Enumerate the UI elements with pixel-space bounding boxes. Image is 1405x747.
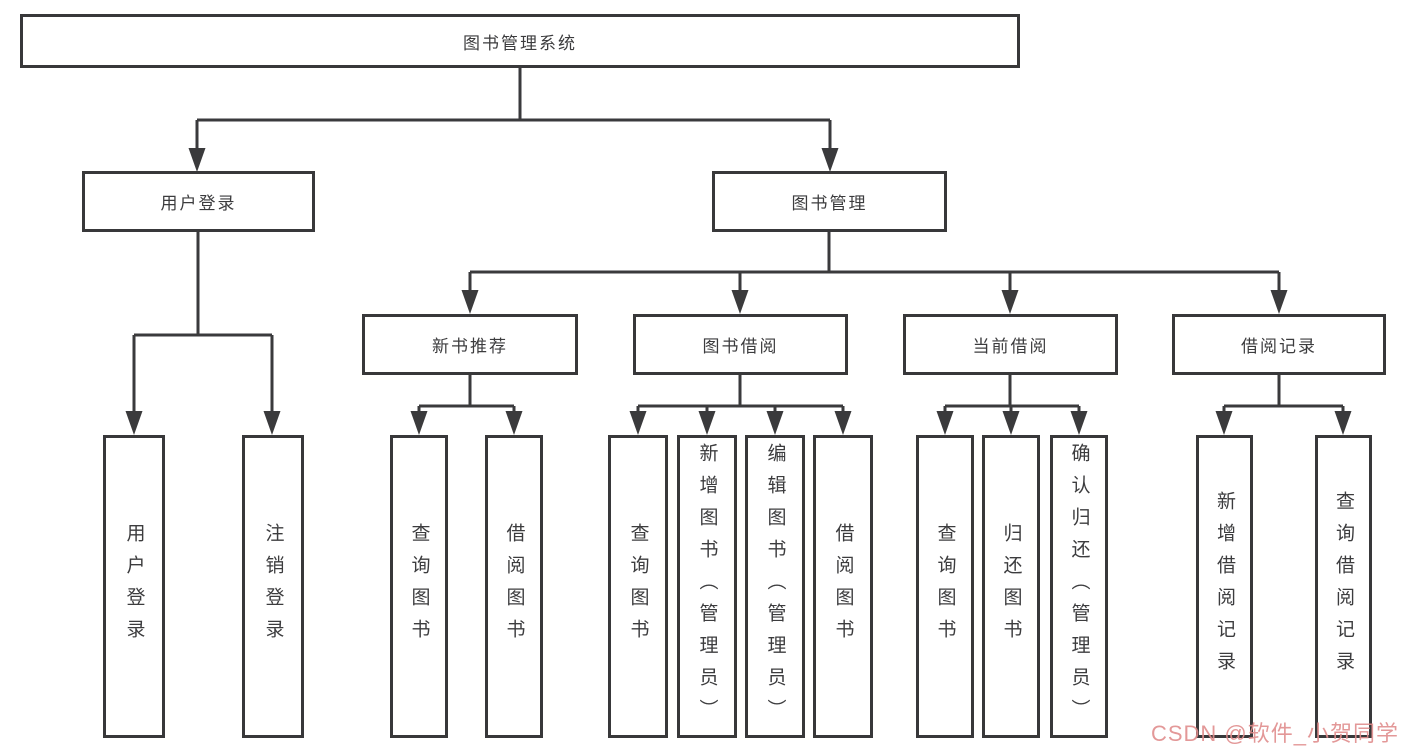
node-label: 编辑图书（管理员） <box>764 442 786 731</box>
arrowhead <box>505 411 523 435</box>
node-book-borrowing: 图书借阅 <box>633 314 848 375</box>
node-label: 借阅图书 <box>832 522 854 651</box>
connector-root-to-level2 <box>195 68 832 150</box>
leaf-bb-query-books: 查询图书 <box>608 435 668 738</box>
node-label: 新书推荐 <box>432 337 508 356</box>
node-label: 新增借阅记录 <box>1214 490 1235 683</box>
node-label: 注销登录 <box>262 522 284 651</box>
node-label: 用户登录 <box>160 194 237 213</box>
arrowhead <box>188 148 206 172</box>
arrowhead <box>731 290 749 314</box>
node-label: 查询图书 <box>627 522 649 651</box>
arrowhead <box>1334 411 1352 435</box>
leaf-cb-return-books: 归还图书 <box>982 435 1040 738</box>
node-label: 当前借阅 <box>972 337 1049 356</box>
arrowhead <box>461 290 479 314</box>
leaf-nbr-borrow-books: 借阅图书 <box>485 435 543 738</box>
node-user-login: 用户登录 <box>82 171 315 232</box>
node-label: 图书管理 <box>791 194 868 213</box>
arrowhead <box>766 411 784 435</box>
node-library-system: 图书管理系统 <box>20 14 1020 68</box>
node-book-management: 图书管理 <box>712 171 947 232</box>
node-label: 图书借阅 <box>702 337 779 356</box>
leaf-br-add-borrow-record: 新增借阅记录 <box>1196 435 1253 738</box>
arrowhead <box>125 411 143 435</box>
arrowhead <box>1002 411 1020 435</box>
leaf-nbr-query-books: 查询图书 <box>390 435 448 738</box>
leaf-br-query-borrow-record: 查询借阅记录 <box>1315 435 1372 738</box>
leaf-cb-confirm-return-admin: 确认归还（管理员） <box>1050 435 1108 738</box>
arrowhead <box>263 411 281 435</box>
node-new-book-recommend: 新书推荐 <box>362 314 578 375</box>
watermark: CSDN @软件_小贺同学 <box>1150 721 1399 746</box>
node-borrowing-records: 借阅记录 <box>1172 314 1386 375</box>
node-label: 查询图书 <box>408 522 430 651</box>
node-label: 借阅图书 <box>503 522 525 651</box>
node-label: 借阅记录 <box>1241 337 1317 356</box>
connector-borrow-records-branch <box>1222 375 1345 414</box>
arrowhead <box>936 411 954 435</box>
node-label: 查询借阅记录 <box>1333 490 1354 683</box>
node-current-borrowing: 当前借阅 <box>903 314 1118 375</box>
node-label: 归还图书 <box>1000 522 1022 651</box>
arrowhead <box>410 411 428 435</box>
arrowhead <box>821 148 839 172</box>
leaf-logout-login: 注销登录 <box>242 435 304 738</box>
leaf-bb-add-books-admin: 新增图书（管理员） <box>677 435 737 738</box>
arrowhead <box>1215 411 1233 435</box>
arrowhead <box>1070 411 1088 435</box>
leaf-user-login: 用户登录 <box>103 435 165 738</box>
node-label: 新增图书（管理员） <box>696 442 718 731</box>
node-label: 确认归还（管理员） <box>1068 442 1090 731</box>
connector-new-book-branch <box>417 375 516 414</box>
arrowhead <box>834 411 852 435</box>
node-label: 图书管理系统 <box>463 33 577 53</box>
node-label: 查询图书 <box>934 522 956 651</box>
leaf-bb-edit-books-admin: 编辑图书（管理员） <box>745 435 805 738</box>
arrowhead <box>698 411 716 435</box>
arrowhead <box>1001 290 1019 314</box>
arrowhead <box>1270 290 1288 314</box>
leaf-bb-borrow-books: 借阅图书 <box>813 435 873 738</box>
node-label: 用户登录 <box>123 522 145 651</box>
arrowhead <box>629 411 647 435</box>
connector-book-borrow-branch <box>636 375 845 414</box>
connector-book-mgmt-branch <box>468 232 1281 295</box>
connector-current-borrow-branch <box>943 375 1081 414</box>
leaf-cb-query-books: 查询图书 <box>916 435 974 738</box>
connector-user-login-branch <box>132 232 274 415</box>
